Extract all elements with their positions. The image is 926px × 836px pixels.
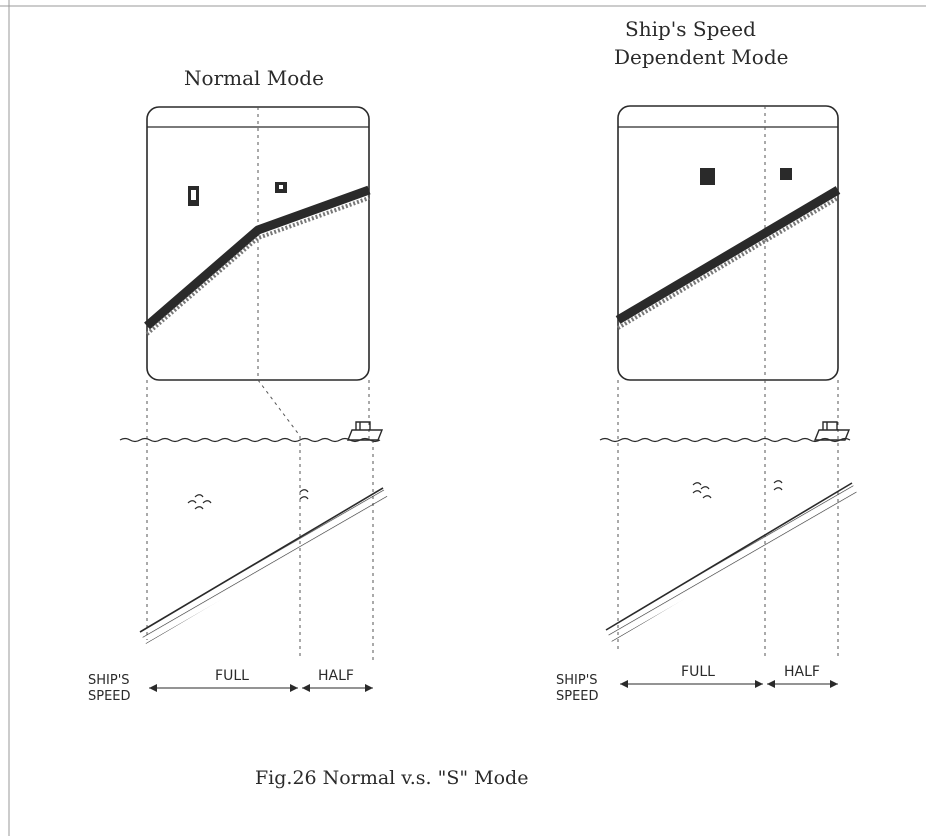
panel-title: Ship's Speed (625, 17, 756, 41)
half-speed-dimension (302, 684, 373, 692)
fish-school-icon (187, 494, 212, 510)
ship-icon (813, 421, 851, 441)
projection-lines (617, 380, 839, 660)
fish-echo (188, 186, 199, 206)
sea-surface (119, 437, 381, 443)
echogram-screen (144, 106, 371, 381)
fish-school-icon (299, 489, 309, 500)
ships-speed-label: SPEED (556, 689, 599, 704)
sea-surface (599, 437, 851, 443)
fish-school-icon (692, 482, 712, 499)
panel-speed-dependent-mode: Ship's Speed Dependent Mode (556, 17, 858, 704)
ships-speed-label: SHIP'S (556, 673, 598, 688)
fish-echo (780, 168, 792, 180)
fish-school-icon (773, 480, 783, 491)
half-label: HALF (784, 664, 820, 680)
half-speed-dimension (767, 680, 838, 688)
full-label: FULL (681, 664, 715, 680)
full-speed-dimension (149, 684, 298, 692)
panel-title: Normal Mode (184, 66, 324, 90)
panel-title: Dependent Mode (614, 45, 788, 69)
full-speed-dimension (620, 680, 763, 688)
seabed-slope (139, 487, 389, 644)
ship-icon (346, 421, 384, 441)
half-label: HALF (318, 668, 354, 684)
seabed-slope (605, 482, 858, 642)
fish-echo (700, 168, 715, 185)
ships-speed-label: SPEED (88, 689, 131, 704)
panel-normal-mode: Normal Mode (88, 66, 389, 704)
echogram-screen (615, 105, 841, 381)
figure-caption: Fig.26 Normal v.s. "S" Mode (255, 767, 528, 789)
seabed-echo-trace (615, 186, 841, 324)
full-label: FULL (215, 668, 249, 684)
seabed-echo-trace (144, 185, 371, 330)
ships-speed-label: SHIP'S (88, 673, 130, 688)
fish-echo (275, 182, 287, 193)
